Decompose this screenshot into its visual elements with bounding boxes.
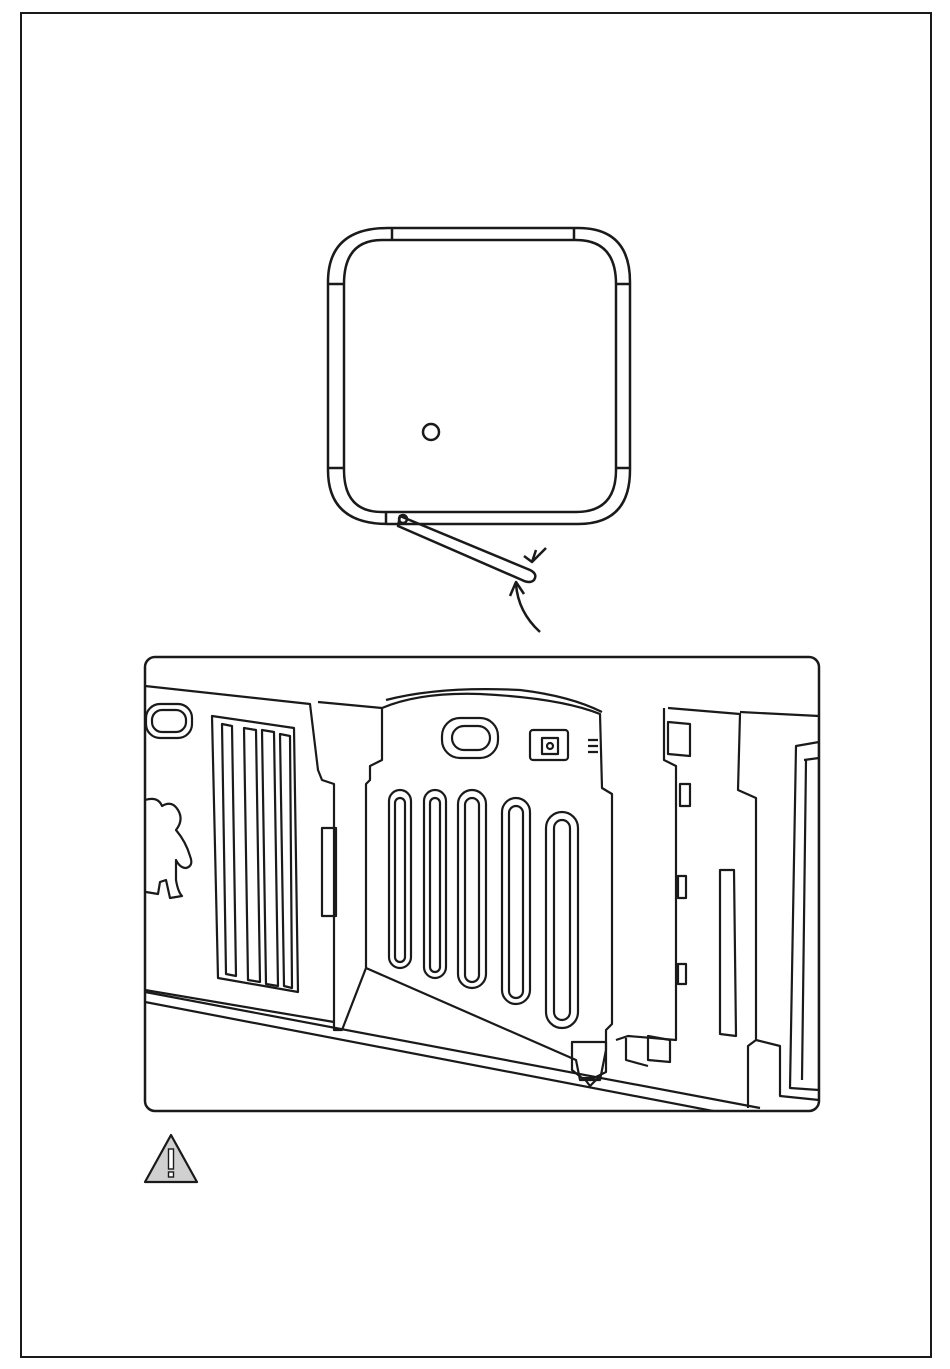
gate-lock <box>530 730 568 760</box>
gate-slot <box>458 790 486 988</box>
bear-decoration <box>145 799 191 898</box>
warning-triangle-icon <box>142 1132 200 1186</box>
connector-post-left <box>318 702 382 1030</box>
floor-line <box>145 992 760 1108</box>
left-panel <box>145 686 334 1022</box>
gate-slot <box>502 798 530 1004</box>
right-post-foot <box>648 1036 670 1062</box>
connector-post-right <box>668 708 756 1108</box>
gate-slot <box>424 790 446 978</box>
gate-slot <box>389 790 411 968</box>
gate-slot <box>546 812 578 1028</box>
